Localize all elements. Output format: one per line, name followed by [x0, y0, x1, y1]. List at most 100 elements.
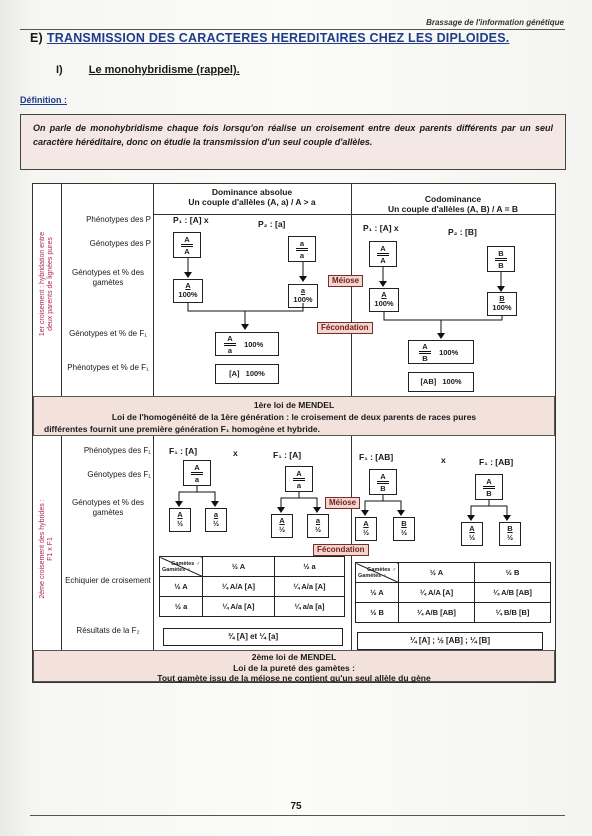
col-dominance-header: Dominance absolue Un couple d'allèles (A…: [188, 187, 316, 207]
row-label-result: Résultats de la F₂: [76, 626, 140, 635]
footer-rule: [30, 815, 565, 816]
dom-p2-arrow: [299, 262, 307, 282]
law2-sub: Loi de la pureté des gamètes :: [233, 662, 355, 673]
law2-text: Tout gamète issu de la méiose ne contien…: [157, 673, 431, 683]
row-label-echiquier: Echiquier de croisement: [65, 576, 151, 585]
codom2-result: ¼ [A] ; ½ [AB] ; ¼ [B]: [357, 632, 543, 650]
fecondation-tag-2: Fécondation: [313, 544, 369, 556]
ech-dom-col1: ½ A: [202, 556, 275, 577]
ech-dom-c12: ¼ A/a [A]: [273, 576, 346, 597]
ech-codom-col1: ½ A: [398, 562, 475, 583]
dom-p1: P₁ : [A] x: [173, 215, 209, 225]
codom-f1-phenotype: [AB] 100%: [408, 372, 474, 392]
law1-title: 1ère loi de MENDEL: [253, 400, 335, 410]
subsection-title: I) Le monohybridisme (rappel).: [56, 64, 240, 76]
dom-fecundation-arrows: [187, 303, 304, 330]
subsection-title-text: Le monohybridisme (rappel).: [88, 64, 240, 76]
section-title-text: TRANSMISSION DES CARACTERES HEREDITAIRES…: [46, 31, 510, 45]
ech-codom-c21: ¼ A/B [AB]: [398, 602, 475, 623]
mendel-law-1-box: 1ère loi de MENDEL Loi de l'homogénéité …: [33, 396, 555, 436]
header-rule: [20, 29, 565, 30]
page-number: 75: [290, 801, 302, 812]
dom2-split-arrow-2: [277, 492, 321, 513]
cross2-side-label: 2ème croisement des hybrides : F1 x F1: [39, 499, 54, 599]
section-title: E)TRANSMISSION DES CARACTERES HEREDITAIR…: [30, 31, 509, 45]
running-header: Brassage de l'information génétique: [426, 18, 564, 27]
row-label-gametes: Génotypes et % des gamètes: [71, 268, 145, 287]
codom-p1-arrow: [379, 267, 387, 287]
dom-p1-arrow: [184, 258, 192, 278]
dom2-f1b: F₁ : [A]: [273, 450, 302, 460]
echiquier-codominance: Gamètes ♂Gamètes ♀ ½ A ½ B ½ A ¼ A/A [A]…: [355, 562, 551, 623]
row-label-gen-f1: Génotypes et % de F₁: [69, 329, 147, 338]
codom2-x: x: [441, 455, 446, 465]
fecondation-tag-1: Fécondation: [317, 322, 373, 334]
ech-dom-corner: Gamètes ♂Gamètes ♀: [159, 556, 203, 577]
label-col-divider-1: [153, 184, 154, 396]
col-divider-mid-2: [351, 436, 352, 650]
codom-gamete-2: B 100%: [487, 292, 517, 316]
row-label-phen-f1-2: Phénotypes des F₁: [83, 446, 151, 455]
dom-p2: P₂ : [a]: [258, 219, 286, 229]
definition-box: On parle de monohybridisme chaque fois l…: [20, 114, 566, 170]
dom2-f1a: F₁ : [A]: [169, 446, 198, 456]
row-label-gametes-2: Génotypes et % des gamètes: [71, 498, 145, 517]
codom-p2-arrow: [497, 272, 505, 292]
ech-codom-c12: ¼ A/B [AB]: [474, 582, 551, 603]
ech-codom-row1: ½ A: [355, 582, 399, 603]
ech-codom-c11: ¼ A/A [A]: [398, 582, 475, 603]
codom-p2: P₂ : [B]: [448, 227, 477, 237]
ech-codom-col2: ½ B: [474, 562, 551, 583]
codom2-f1b: F₁ : [AB]: [479, 457, 514, 467]
codom2-f1a: F₁ : [AB]: [359, 452, 394, 462]
label-col-divider-2: [153, 436, 154, 650]
ech-dom-col2: ½ a: [273, 556, 346, 577]
codom-p1: P₁ : [A] x: [363, 223, 399, 233]
law2-title: 2ème loi de MENDEL: [251, 652, 337, 662]
dom2-result: ¾ [A] et ¼ [a]: [163, 628, 343, 646]
dom2-split-arrow-1: [175, 486, 219, 507]
definition-label: Définition :: [20, 95, 67, 105]
meiose-tag-2: Méiose: [325, 497, 361, 509]
definition-text: On parle de monohybridisme chaque fois l…: [33, 123, 553, 147]
meiose-tag-1: Méiose: [328, 275, 364, 287]
mendel-law-2-box: 2ème loi de MENDEL Loi de la pureté des …: [33, 650, 555, 683]
cross1-side-label: 1er croisement : hybridation entre deux …: [39, 231, 54, 337]
section-letter: E): [30, 31, 43, 45]
row-label-phen-f1: Phénotypes et % de F₁: [67, 363, 149, 372]
dom-gamete-1: A 100%: [173, 279, 203, 303]
ech-dom-row1: ½ A: [159, 576, 203, 597]
col-codominance-header: Codominance Un couple d'allèles (A, B) /…: [387, 194, 519, 214]
ech-dom-c22: ¼ a/a [a]: [273, 596, 346, 617]
codom-fecundation-arrows: [383, 312, 503, 339]
ech-dom-row2: ½ a: [159, 596, 203, 617]
subsection-number: I): [56, 64, 63, 76]
ech-codom-row2: ½ B: [355, 602, 399, 623]
echiquier-dominance: Gamètes ♂Gamètes ♀ ½ A ½ a ½ A ¼ A/A [A]…: [159, 556, 346, 617]
law1-text-2: différentes fournit une première générat…: [44, 424, 321, 434]
row-label-gen-p: Génotypes des P: [89, 239, 151, 248]
ech-dom-c11: ¼ A/A [A]: [202, 576, 275, 597]
dom2-x: x: [233, 448, 238, 458]
header-row-line: [153, 214, 555, 215]
monohybridism-table: 1er croisement : hybridation entre deux …: [32, 183, 556, 683]
codom2-split-arrow-1: [361, 495, 405, 516]
